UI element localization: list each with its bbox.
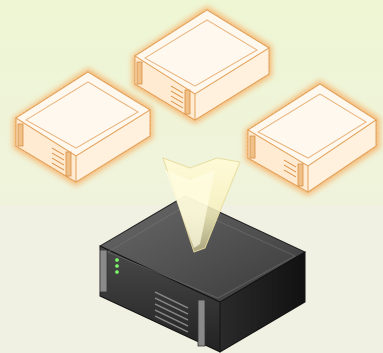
status-led-icon bbox=[115, 258, 119, 262]
